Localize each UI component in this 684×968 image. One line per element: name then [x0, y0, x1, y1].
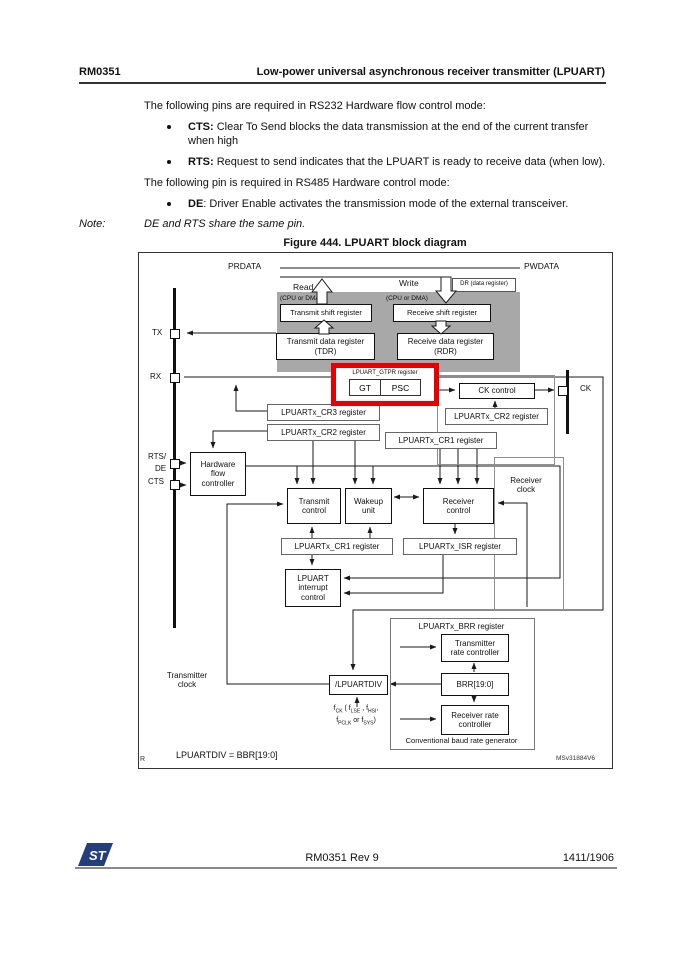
footer-page-number: 1411/1906 — [562, 852, 614, 864]
lpuartdiv-box: /LPUARTDIV — [329, 675, 388, 695]
write-label: Write — [399, 278, 419, 288]
receiver-rate-controller-box: Receiver rate controller — [441, 705, 509, 735]
figure-corner-mark: R — [140, 756, 146, 763]
wakeup-unit-box: Wakeup unit — [345, 488, 392, 524]
cr2-register-left-box: LPUARTx_CR2 register — [267, 424, 380, 441]
brr-register-title: LPUARTx_BRR register — [418, 622, 505, 631]
gt-field: GT — [349, 379, 381, 396]
paragraph: The following pins are required in RS232… — [144, 100, 486, 112]
bullet-dot — [167, 202, 171, 206]
bullet-dot — [167, 160, 171, 164]
gtpr-register-title: LPUART_GTPR register — [352, 370, 418, 376]
hardware-flow-controller-box: Hardware flow controller — [190, 452, 246, 496]
bullet-item: RTS: Request to send indicates that the … — [188, 155, 605, 169]
cts-pin — [170, 480, 180, 490]
bullet-term: RTS: — [188, 156, 214, 168]
bullet-term: DE — [188, 198, 204, 210]
tx-pin — [170, 329, 180, 339]
ck-pin-label: CK — [580, 384, 592, 393]
fck-label: fCK ( fLSE , fHSI, fPCLK or fSYS) — [318, 704, 394, 729]
note-label: Note: — [79, 218, 106, 230]
cr3-register-box: LPUARTx_CR3 register — [267, 404, 380, 421]
header-rule — [79, 82, 606, 84]
rx-pin-label: RX — [150, 372, 162, 381]
ck-control-box: CK control — [459, 383, 535, 399]
tx-pin-label: TX — [152, 328, 163, 337]
bullet-term: CTS: — [188, 121, 214, 133]
bullet-dot — [167, 125, 171, 129]
transmit-data-register-box: Transmit data register (TDR) — [276, 333, 375, 360]
read-label: Read — [293, 282, 314, 292]
rx-pin — [170, 373, 180, 383]
pwdata-label: PWDATA — [524, 261, 560, 271]
isr-register-box: LPUARTx_ISR register — [403, 538, 517, 555]
footer-rule — [75, 867, 617, 869]
psc-field: PSC — [380, 379, 421, 396]
lpuart-interrupt-control-box: LPUART interrupt control — [285, 569, 341, 607]
receiver-control-box: Receiver control — [423, 488, 494, 524]
de-pin-label: DE — [155, 464, 167, 473]
rts-de-pin — [170, 459, 180, 469]
prdata-label: PRDATA — [228, 261, 262, 271]
fck-line1: fCK ( fLSE , fHSI, — [333, 705, 379, 715]
figure-watermark: MSv31884V6 — [556, 755, 596, 762]
bullet-item: DE: Driver Enable activates the transmis… — [188, 197, 568, 211]
cpu-dma-right-label: (CPU or DMA) — [386, 295, 428, 302]
lpuartdiv-formula: LPUARTDIV = BBR[19:0] — [176, 750, 278, 760]
rts-pin-label: RTS/ — [148, 452, 167, 461]
bullet-item: CTS: Clear To Send blocks the data trans… — [188, 120, 588, 134]
footer-doc-rev: RM0351 Rev 9 — [305, 852, 379, 864]
note-text: DE and RTS share the same pin. — [144, 218, 306, 230]
fck-line2: fPCLK or fSYS) — [336, 717, 376, 727]
ck-pin — [558, 386, 568, 396]
gtpr-highlight-box: LPUART_GTPR register GT PSC — [331, 363, 439, 406]
transmitter-clock-label: Transmitter clock — [166, 671, 208, 689]
page-title: Low-power universal asynchronous receive… — [256, 66, 605, 78]
dr-data-register-box: DR (data register) — [452, 278, 516, 292]
bullet-text: Clear To Send blocks the data transmissi… — [213, 121, 589, 133]
transmitter-rate-controller-box: Transmitter rate controller — [441, 634, 509, 662]
bullet-text: Request to send indicates that the LPUAR… — [213, 156, 606, 168]
doc-id: RM0351 — [79, 66, 121, 78]
figure-caption: Figure 444. LPUART block diagram — [283, 237, 467, 249]
paragraph: The following pin is required in RS485 H… — [144, 177, 450, 189]
bullet-item-cont: when high — [188, 135, 239, 147]
cts-pin-label: CTS — [148, 477, 164, 486]
right-pin-rail — [566, 370, 569, 434]
receive-shift-register-box: Receive shift register — [393, 304, 491, 322]
figure-frame — [138, 252, 613, 769]
left-pin-rail — [173, 288, 176, 628]
cr2-register-right-box: LPUARTx_CR2 register — [445, 408, 548, 425]
transmit-shift-register-box: Transmit shift register — [280, 304, 372, 322]
cr1-register-upper-box: LPUARTx_CR1 register — [385, 432, 497, 449]
bullet-text: : Driver Enable activates the transmissi… — [203, 198, 569, 210]
cr1-register-lower-box: LPUARTx_CR1 register — [281, 538, 393, 555]
conventional-baud-label: Conventional baud rate generator — [405, 736, 518, 745]
transmit-control-box: Transmit control — [287, 488, 341, 524]
brr-box: BRR[19:0] — [441, 673, 509, 696]
receive-data-register-box: Receive data register (RDR) — [397, 333, 494, 360]
receiver-clock-label: Receiver clock — [510, 476, 542, 494]
cpu-dma-left-label: (CPU or DMA) — [280, 295, 322, 302]
